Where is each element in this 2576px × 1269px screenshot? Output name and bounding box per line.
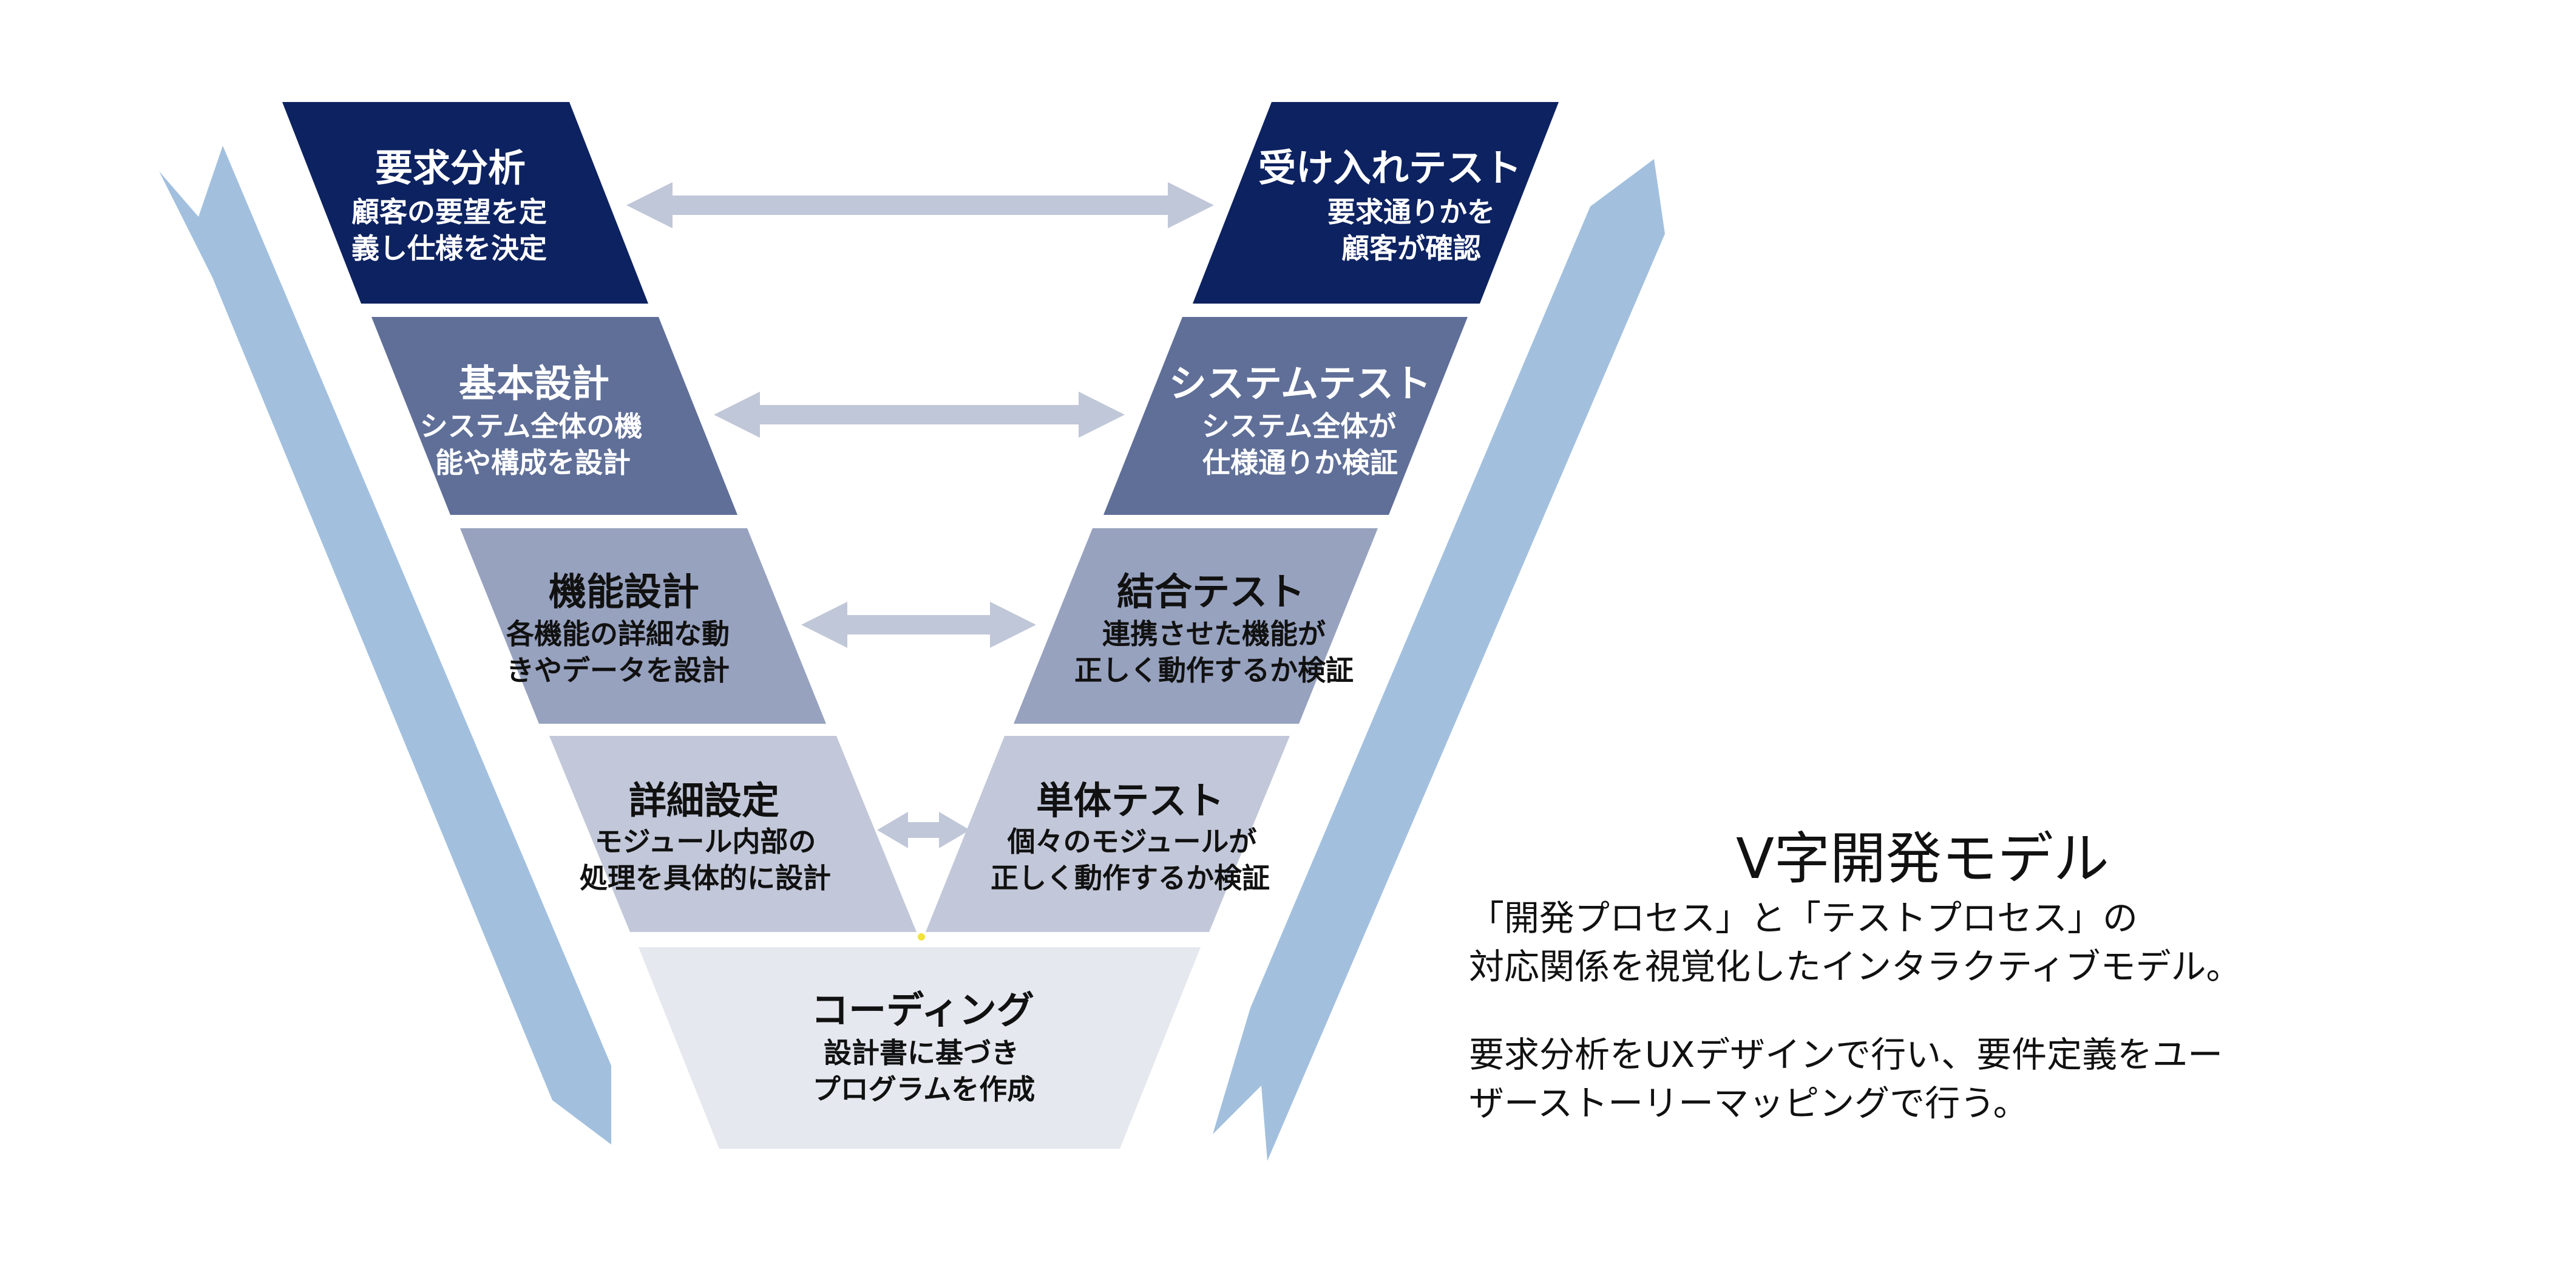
- stage-basic-design[interactable]: 基本設計 システム全体の機 能や構成を設計: [371, 317, 737, 515]
- stage-shape: [639, 947, 1201, 1149]
- stage-title: 詳細設定: [629, 778, 779, 823]
- ascending-flow-arrow: [1213, 159, 1665, 1161]
- stage-description-line-1: 顧客の要望を定: [351, 196, 547, 228]
- stage-description-line-1: システム全体が: [1202, 410, 1397, 443]
- stage-shape: [1014, 528, 1378, 724]
- stage-description-line-2: 処理を具体的に設計: [580, 862, 831, 894]
- stage-description-line-2: 正しく動作するか検証: [991, 862, 1270, 894]
- stage-title: 要求分析: [375, 146, 526, 190]
- link-arrow-basic-system: [714, 392, 1125, 438]
- stage-functional-design[interactable]: 機能設計 各機能の詳細な動 きやデータを設計: [460, 528, 826, 724]
- stage-description-line-1: システム全体の機: [420, 410, 643, 443]
- stage-coding[interactable]: コーディング 設計書に基づき プログラムを作成: [639, 947, 1201, 1149]
- stage-title: システムテスト: [1169, 361, 1431, 406]
- stage-description-line-1: 要求通りかを: [1327, 196, 1495, 228]
- stage-description-line-1: 連携させた機能が: [1102, 617, 1326, 650]
- stage-acceptance-test[interactable]: 受け入れテスト 要求通りかを 顧客が確認: [1193, 102, 1559, 304]
- stage-system-test[interactable]: システムテスト システム全体が 仕様通りか検証: [1103, 317, 1468, 515]
- stage-description-line-2: 顧客が確認: [1341, 232, 1481, 265]
- vertex-marker: [918, 933, 925, 941]
- stage-description-line-2: 仕様通りか検証: [1202, 446, 1398, 479]
- stage-shape: [1193, 102, 1559, 304]
- stage-title: コーディング: [811, 988, 1034, 1032]
- link-arrow-requirements-acceptance: [626, 182, 1214, 228]
- stage-shape: [926, 736, 1290, 932]
- stage-description-line-1: モジュール内部の: [595, 825, 816, 858]
- stage-shape: [460, 528, 826, 724]
- stage-title: 機能設計: [549, 570, 699, 614]
- stage-description-line-1: 各機能の詳細な動: [506, 617, 730, 650]
- stage-shape: [371, 317, 737, 515]
- stage-description-line-2: プログラムを作成: [813, 1073, 1035, 1106]
- description-line-4: ザーストーリーマッピングで行う。: [1469, 1083, 2029, 1124]
- stage-title: 結合テスト: [1117, 570, 1305, 614]
- panel-title: V字開発モデル: [1736, 826, 2109, 891]
- description-line-2: 対応関係を視覚化したインタラクティブモデル。: [1469, 946, 2242, 987]
- stage-unit-test[interactable]: 単体テスト 個々のモジュールが 正しく動作するか検証: [926, 736, 1290, 932]
- stage-shape: [1103, 317, 1468, 515]
- stage-description-line-2: きやデータを設計: [506, 654, 730, 687]
- descending-flow-arrow: [159, 146, 611, 1145]
- stage-shape: [282, 102, 648, 304]
- stage-description-line-2: 義し仕様を決定: [351, 232, 547, 265]
- stage-shape: [549, 736, 917, 932]
- description-line-1: 「開発プロセス」と「テストプロセス」の: [1469, 897, 2138, 939]
- stage-description-line-1: 設計書に基づき: [824, 1036, 1019, 1069]
- stage-title: 単体テスト: [1036, 778, 1224, 823]
- stage-title: 基本設計: [459, 361, 609, 406]
- stage-detailed-design[interactable]: 詳細設定 モジュール内部の 処理を具体的に設計: [549, 736, 917, 932]
- link-arrow-functional-integration: [801, 602, 1036, 648]
- stage-description-line-2: 能や構成を設計: [435, 446, 631, 479]
- stage-description-line-2: 正しく動作するか検証: [1074, 654, 1354, 687]
- stage-requirements-analysis[interactable]: 要求分析 顧客の要望を定 義し仕様を決定: [282, 102, 648, 304]
- stage-integration-test[interactable]: 結合テスト 連携させた機能が 正しく動作するか検証: [1014, 528, 1378, 724]
- description-line-3: 要求分析をUXデザインで行い、要件定義をユー: [1469, 1034, 2223, 1075]
- stage-description-line-1: 個々のモジュールが: [1007, 825, 1257, 858]
- stage-title: 受け入れテスト: [1258, 146, 1522, 190]
- link-arrow-detail-unit: [877, 812, 970, 848]
